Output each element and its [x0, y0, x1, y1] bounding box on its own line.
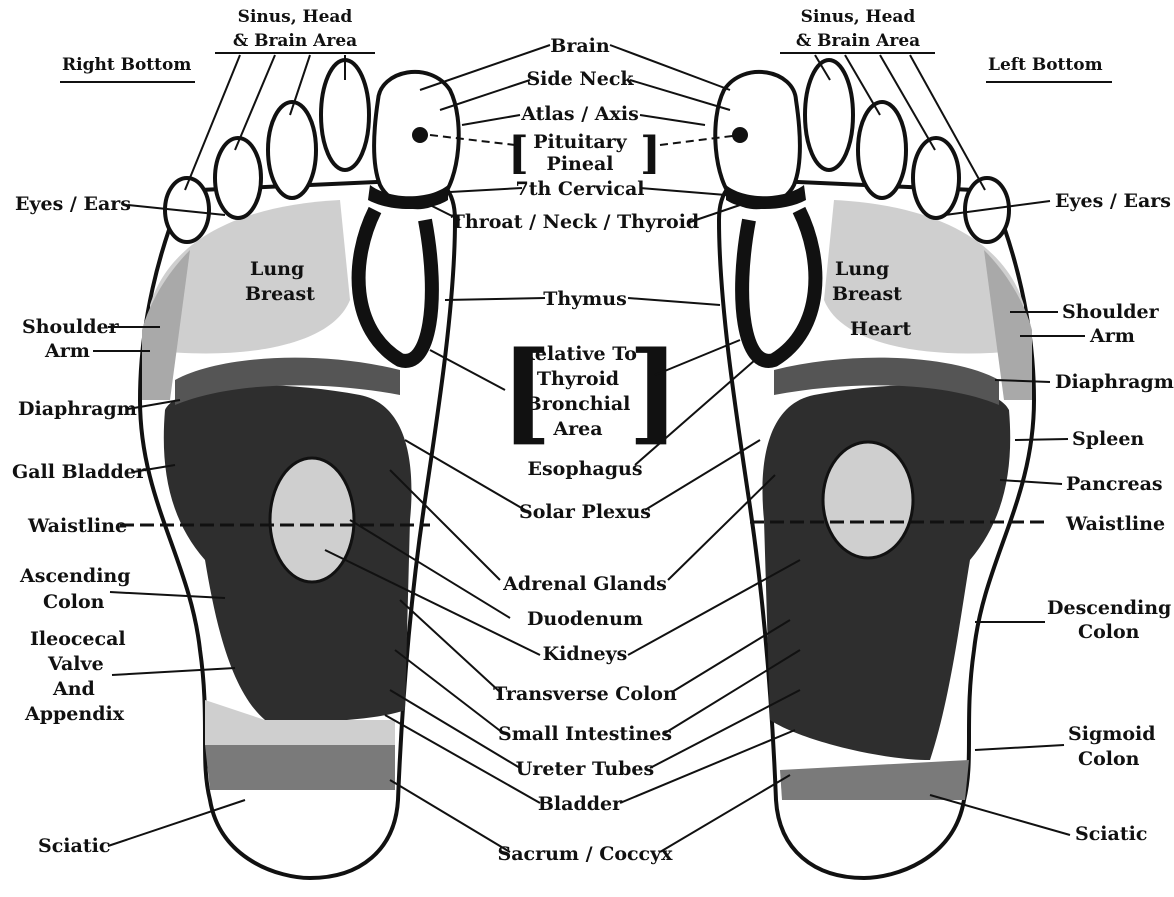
right-heel-zone: [205, 745, 395, 790]
left-arm-label: Arm: [1089, 325, 1135, 347]
right-kidney-oval: [270, 458, 354, 582]
esophagus-label: Esophagus: [527, 458, 642, 480]
ureter-label: Ureter Tubes: [516, 758, 654, 780]
right-foot: Lung Breast: [120, 60, 459, 878]
throat-label: Throat / Neck / Thyroid: [451, 211, 699, 233]
transverse-colon-label: Transverse Colon: [493, 683, 677, 705]
bladder-label: Bladder: [538, 793, 623, 815]
right-bottom-header: Right Bottom: [62, 55, 191, 75]
left-kidney-oval: [823, 442, 913, 558]
left-lung-label: Lung: [835, 258, 889, 280]
left-sinus-label-2: & Brain Area: [796, 31, 920, 51]
side-neck-label: Side Neck: [526, 68, 634, 90]
ileocecal-label-2: Valve: [47, 653, 104, 675]
pituitary-bracket-left: [: [508, 128, 529, 179]
sacrum-label: Sacrum / Coccyx: [498, 843, 674, 865]
right-gall-bladder-label: Gall Bladder: [12, 461, 147, 483]
right-arm-label: Arm: [44, 340, 90, 362]
duodenum-label: Duodenum: [527, 608, 643, 630]
right-sinus-label-1: Sinus, Head: [238, 7, 353, 27]
left-waistline-label: Waistline: [1065, 513, 1165, 535]
right-waistline-label: Waistline: [27, 515, 127, 537]
cervical-label: 7th Cervical: [515, 178, 644, 200]
left-heart-label: Heart: [850, 318, 911, 340]
descending-label-2: Colon: [1078, 621, 1140, 643]
left-toe-3: [858, 102, 906, 198]
right-shoulder-label: Shoulder: [22, 316, 120, 338]
left-diaphragm-label: Diaphragm: [1055, 371, 1174, 393]
sigmoid-label-1: Sigmoid: [1068, 723, 1156, 745]
adrenal-label: Adrenal Glands: [502, 573, 667, 595]
pituitary-label: Pituitary: [533, 131, 627, 153]
right-toe-3: [268, 102, 316, 198]
kidneys-label: Kidneys: [543, 643, 628, 665]
pineal-label: Pineal: [547, 153, 614, 175]
atlas-axis-label: Atlas / Axis: [520, 103, 639, 125]
right-toe-4: [215, 138, 261, 218]
ileocecal-label-4: Appendix: [24, 703, 125, 725]
left-shoulder-label: Shoulder: [1062, 301, 1160, 323]
right-diaphragm-label: Diaphragm: [18, 398, 137, 420]
descending-label-1: Descending: [1047, 597, 1171, 619]
ileocecal-label-3: And: [52, 678, 95, 700]
pituitary-bracket-right: ]: [640, 128, 661, 179]
ileocecal-label-1: Ileocecal: [30, 628, 126, 650]
left-spleen-label: Spleen: [1072, 428, 1144, 450]
left-sciatic-label: Sciatic: [1075, 823, 1147, 845]
small-intestines-label: Small Intestines: [498, 723, 672, 745]
right-sinus-label-2: & Brain Area: [233, 31, 357, 51]
left-pancreas-label: Pancreas: [1066, 473, 1163, 495]
left-toe-4: [913, 138, 959, 218]
right-pituitary-dot: [412, 127, 428, 143]
left-foot: Lung Breast Heart: [715, 60, 1050, 878]
relative-bracket-left: [: [500, 327, 552, 456]
left-breast-label: Breast: [832, 283, 902, 305]
relative-label-4: Area: [552, 418, 602, 440]
ascending-label-1: Ascending: [19, 565, 131, 587]
brain-label: Brain: [550, 35, 610, 57]
right-lung-label: Lung: [250, 258, 304, 280]
center-labels: Brain Side Neck Atlas / Axis Pituitary P…: [451, 35, 699, 865]
relative-bracket-right: ]: [628, 327, 680, 456]
left-bottom-header: Left Bottom: [988, 55, 1103, 75]
left-sinus-label-1: Sinus, Head: [801, 7, 916, 27]
right-sciatic-label: Sciatic: [38, 835, 110, 857]
ascending-label-2: Colon: [43, 591, 105, 613]
solar-plexus-label: Solar Plexus: [519, 501, 651, 523]
left-eyes-ears-label: Eyes / Ears: [1055, 190, 1171, 212]
thymus-label: Thymus: [543, 288, 627, 310]
sigmoid-label-2: Colon: [1078, 748, 1140, 770]
right-eyes-ears-label: Eyes / Ears: [15, 193, 131, 215]
right-breast-label: Breast: [245, 283, 315, 305]
